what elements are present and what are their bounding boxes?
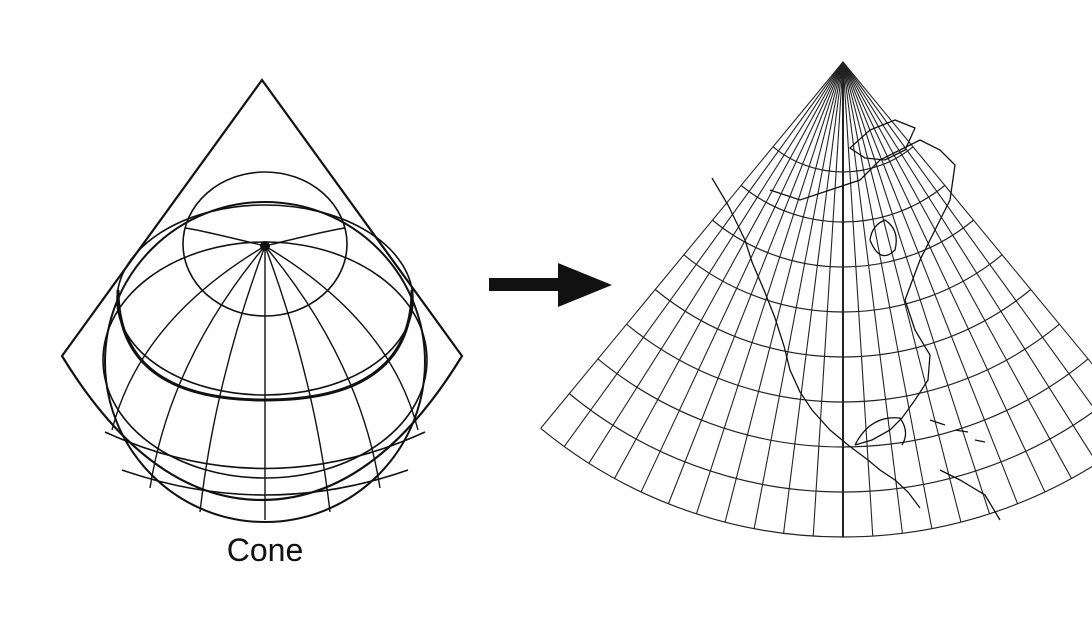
- cone-outline: [60, 78, 464, 502]
- continent-outline: [711, 119, 1001, 521]
- map-meridian: [842, 61, 874, 537]
- map-meridian: [842, 61, 991, 514]
- map-meridian: [783, 61, 844, 534]
- meridian-line: [149, 245, 266, 489]
- map-meridian: [842, 61, 962, 523]
- meridian-line: [264, 245, 381, 489]
- map-meridian: [812, 61, 844, 537]
- map-meridian: [842, 61, 1092, 407]
- map-meridian: [724, 61, 844, 523]
- north-america-east-coast: [854, 299, 931, 446]
- map-meridian: [667, 61, 844, 504]
- canada-arctic-coast: [769, 139, 956, 301]
- map-meridian: [842, 61, 1019, 504]
- map-meridian: [842, 61, 1092, 457]
- map-meridian: [563, 61, 844, 447]
- greenland: [848, 119, 916, 161]
- map-meridian: [842, 61, 1072, 479]
- map-meridian: [842, 61, 903, 534]
- globe-meridians: [111, 227, 419, 520]
- hudson-bay: [869, 219, 897, 257]
- map-meridian: [842, 61, 1046, 493]
- map-meridian: [588, 61, 844, 464]
- map-meridian: [640, 61, 844, 493]
- map-meridian: [842, 61, 1092, 365]
- cone-over-globe: [60, 78, 464, 523]
- south-america-tip: [939, 469, 1001, 521]
- conic-projection-map: [540, 61, 1092, 538]
- map-meridian: [842, 61, 933, 529]
- map-meridian: [753, 61, 844, 529]
- north-america-coast: [711, 177, 921, 509]
- caribbean-islands: [929, 419, 986, 443]
- map-meridian: [695, 61, 844, 514]
- map-meridian: [614, 61, 844, 479]
- cone-label: Cone: [226, 532, 304, 568]
- map-meridians: [540, 61, 1092, 537]
- gulf-of-mexico: [854, 417, 907, 446]
- meridian-line: [264, 245, 331, 513]
- meridian-line: [264, 227, 346, 247]
- pole-point: [260, 241, 270, 251]
- map-meridian: [540, 61, 844, 429]
- meridian-line: [111, 245, 266, 431]
- globe-outline: [104, 201, 426, 523]
- meridian-line: [184, 227, 266, 247]
- meridian-line: [264, 245, 419, 431]
- meridian-line: [199, 245, 266, 513]
- right-arrow-icon: [489, 263, 612, 307]
